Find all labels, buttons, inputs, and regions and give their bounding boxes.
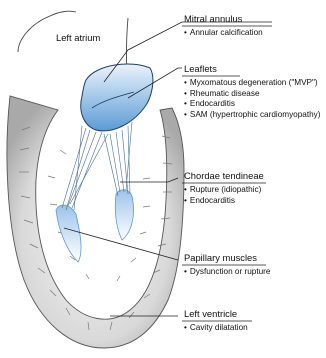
chordae-title: Chordae tendineae [184,171,264,181]
papillary-title: Papillary muscles [184,253,270,263]
leaflets-item: Rheumatic disease [184,89,320,100]
leaflets-item: Endocarditis [184,99,320,110]
leaflets-item: SAM (hypertrophic cardiomyopathy) [184,110,320,121]
mitral-annulus-item: Annular calcification [184,28,263,39]
mitral-annulus-group: Mitral annulus Annular calcification [184,14,263,39]
papillary-muscle-left [56,205,81,262]
papillary-muscle-right [115,190,133,240]
chordae-group: Chordae tendineae Rupture (idiopathic) E… [184,171,264,206]
left-ventricle-item: Cavity dilatation [184,323,248,334]
chordae-item: Endocarditis [184,196,264,207]
chordae-item: Rupture (idiopathic) [184,185,264,196]
left-atrium-label: Left atrium [56,33,100,43]
leaflets-title: Leaflets [184,64,320,74]
leaflets-item: Myxomatous degeneration ("MVP") [184,78,320,89]
papillary-group: Papillary muscles Dysfunction or rupture [184,253,270,278]
left-ventricle-group: Left ventricle Cavity dilatation [184,309,248,334]
left-ventricle-title: Left ventricle [184,309,248,319]
papillary-item: Dysfunction or rupture [184,267,270,278]
leaflets-group: Leaflets Myxomatous degeneration ("MVP")… [184,64,320,120]
mitral-annulus-title: Mitral annulus [184,14,263,24]
